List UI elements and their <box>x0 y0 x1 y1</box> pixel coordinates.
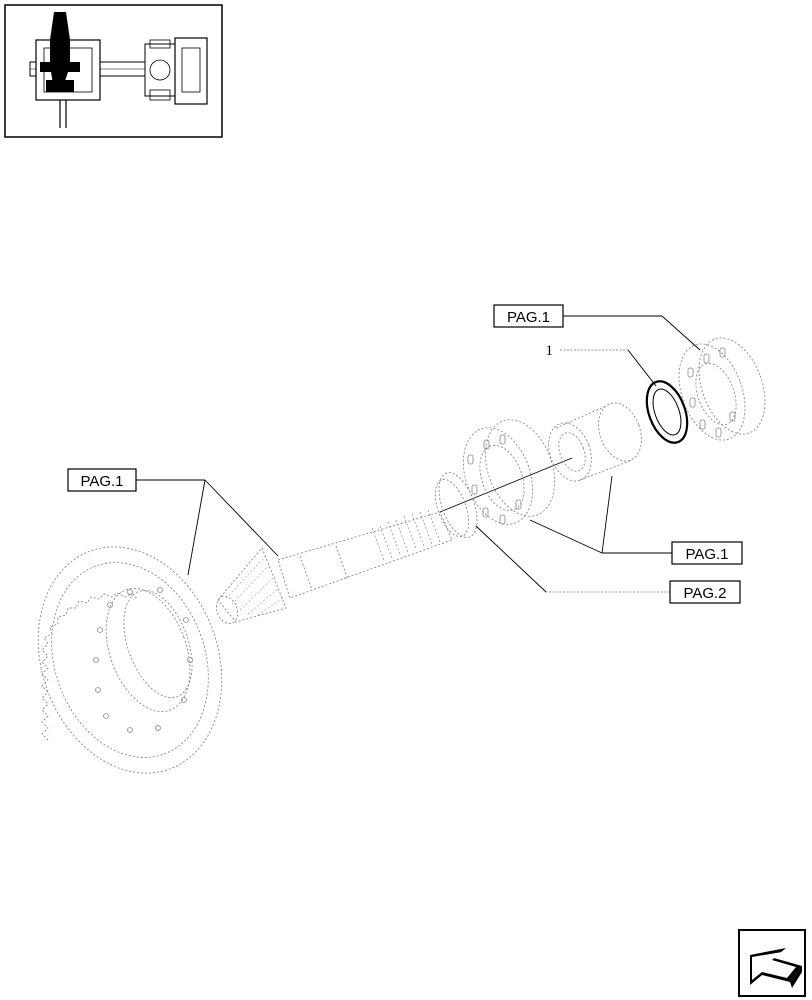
callout-pag-top[interactable]: PAG.1 <box>493 304 564 328</box>
callout-pag-2-label: PAG.2 <box>683 585 726 602</box>
inner-bearing <box>462 419 556 525</box>
callout-pag-top-label: PAG.1 <box>507 309 550 326</box>
callout-pag-left[interactable]: PAG.1 <box>67 468 137 492</box>
previous-page-arrow-icon[interactable] <box>738 929 806 997</box>
callout-part-1: 1 <box>546 343 554 359</box>
axle-assembly-thumbnail[interactable] <box>4 4 223 138</box>
seal-ring <box>645 380 689 444</box>
callout-pag-right[interactable]: PAG.1 <box>671 541 743 565</box>
crown-gear <box>37 546 223 774</box>
leader-lines <box>136 315 701 593</box>
pinion-shaft <box>216 457 573 625</box>
spacer-sleeve <box>548 402 642 482</box>
shim-disc <box>434 472 478 538</box>
callout-pag-left-label: PAG.1 <box>80 473 123 490</box>
callout-part-1-label: 1 <box>546 343 554 359</box>
callout-pag-right-label: PAG.1 <box>685 546 728 563</box>
callout-pag-2[interactable]: PAG.2 <box>669 580 741 604</box>
outer-bearing <box>678 337 766 441</box>
